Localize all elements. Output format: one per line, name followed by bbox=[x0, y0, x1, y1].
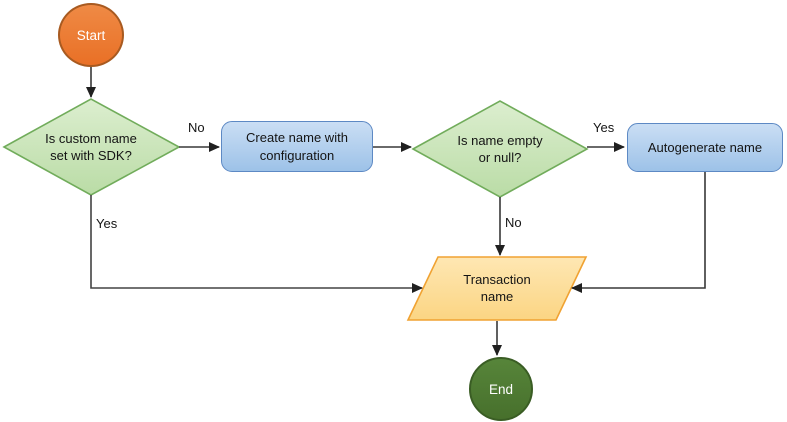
decision-name-empty-shape bbox=[411, 100, 589, 198]
process-autogenerate: Autogenerate name bbox=[627, 123, 783, 172]
edge-label-no-1: No bbox=[188, 120, 205, 135]
io-transaction-name-label: Transaction name bbox=[463, 271, 531, 304]
edge-label-yes-1: Yes bbox=[96, 216, 118, 231]
decision-custom-name-label: Is custom name set with SDK? bbox=[45, 130, 137, 163]
start-node: Start bbox=[58, 3, 124, 67]
start-node-label: Start bbox=[76, 27, 106, 43]
decision-name-empty-label: Is name empty or null? bbox=[457, 132, 543, 165]
edge-decision1-yes-to-io bbox=[90, 195, 423, 293]
edge-label-no-2: No bbox=[505, 215, 522, 230]
end-node: End bbox=[469, 357, 533, 421]
io-transaction-name-shape bbox=[406, 256, 588, 321]
process-autogenerate-label: Autogenerate name bbox=[647, 139, 763, 155]
edge-label-yes-2: Yes bbox=[593, 120, 615, 135]
process-create-name-label: Create name with configuration bbox=[246, 130, 348, 163]
edge-process2-to-io bbox=[571, 172, 706, 293]
process-create-name: Create name with configuration bbox=[221, 121, 373, 172]
end-node-label: End bbox=[488, 381, 514, 397]
